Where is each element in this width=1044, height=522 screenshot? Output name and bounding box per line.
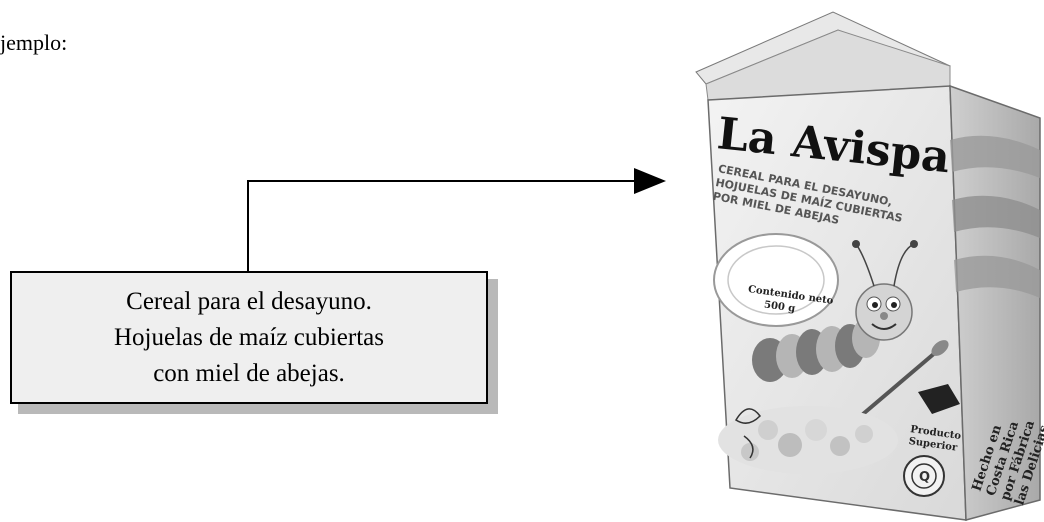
arrow-head-icon — [634, 168, 666, 194]
svg-text:Q: Q — [919, 470, 930, 485]
product-sticker — [918, 384, 960, 414]
callout-line-1: Cereal para el desayuno. — [126, 287, 372, 315]
callout-line-2: Hojuelas de maíz cubiertas — [113, 323, 385, 351]
caterpillar-mascot — [752, 240, 918, 382]
flower-decoration — [734, 408, 761, 459]
callout-line-3: con miel de abejas. — [153, 359, 345, 387]
bowl-illustration — [713, 233, 839, 327]
intro-text: jemplo: — [0, 30, 68, 55]
box-side-face — [949, 84, 1041, 521]
net-content-value: 500 g — [763, 299, 796, 314]
spoon-icon — [854, 350, 938, 422]
cereal-box-illustration: Hecho en Costa Rica por Fábrica las Deli… — [695, 11, 1044, 521]
cereal-flakes-illustration — [718, 406, 898, 474]
quality-seal — [903, 455, 945, 497]
callout-box: Cereal para el desayuno. Hojuelas de maí… — [10, 271, 488, 404]
